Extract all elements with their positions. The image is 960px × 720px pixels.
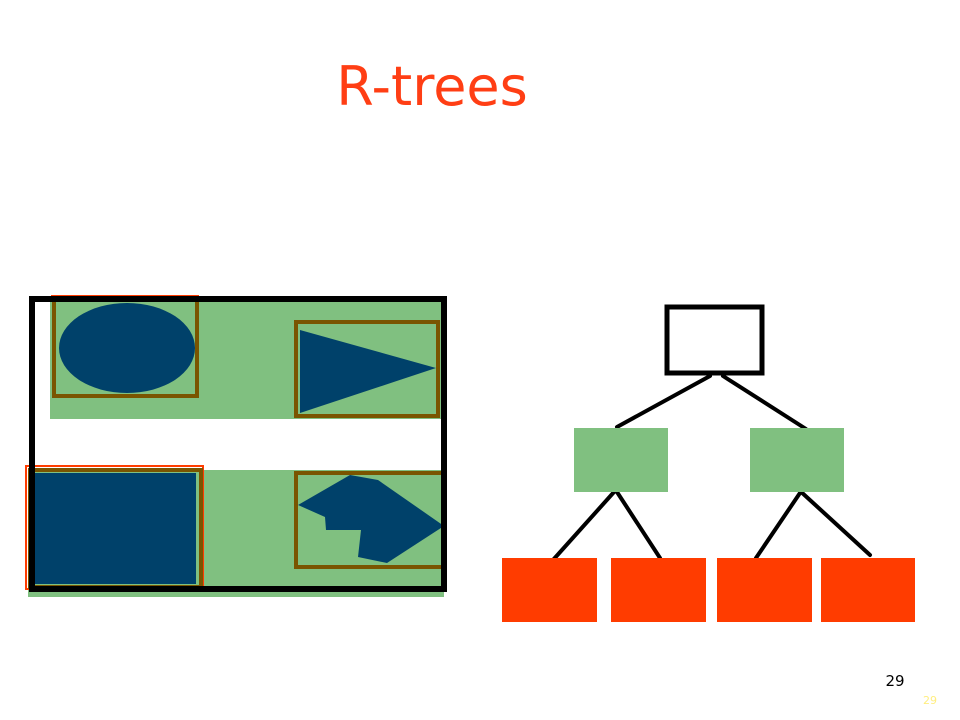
polygon-object [298,475,444,563]
tree-internal-node [750,428,844,492]
tree-leaf-node [611,558,706,622]
tree-edge [797,488,872,557]
tree-edge [551,490,616,562]
slide-number-ghost: 29 [923,694,937,707]
root-mbr [29,296,447,592]
triangle-object [300,330,436,413]
tree-edge [615,490,662,560]
slide-number: 29 [885,672,905,690]
ellipse-object [59,303,195,393]
triangle-mbr [294,320,440,418]
slide-title: R-trees [336,55,528,118]
rectangle-object [34,473,196,584]
tree-leaf-node [502,558,597,622]
tree-leaf-node [821,558,915,622]
tree-edge [754,488,804,560]
spatial-view [25,295,447,597]
tree-edge [615,374,712,429]
tree-view [502,304,915,622]
tree-edge [721,374,808,431]
tree-internal-node [574,428,668,492]
tree-leaf-node [717,558,812,622]
tree-root-node [664,304,765,376]
